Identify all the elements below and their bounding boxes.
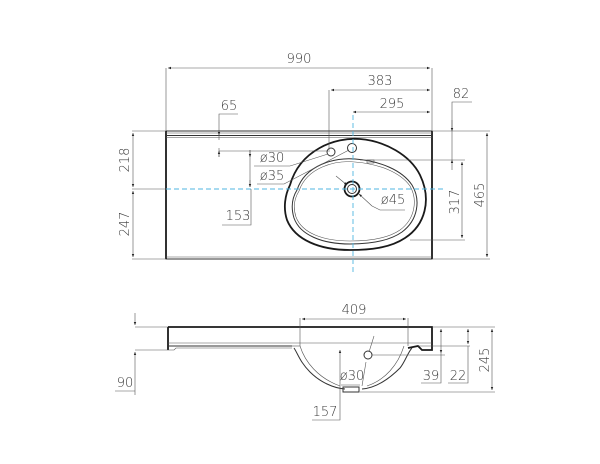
- tap-hole-right: [347, 143, 357, 153]
- top-view: 990 383 295 65 82 465 317: [118, 52, 490, 275]
- dim-153: 153: [226, 209, 251, 224]
- drain-outlet: [342, 386, 360, 393]
- countertop-outline: [165, 130, 433, 260]
- overflow-hole: [363, 350, 373, 360]
- dim-39: 39: [423, 369, 440, 384]
- dim-157: 157: [313, 405, 338, 420]
- dim-90: 90: [117, 376, 134, 391]
- dim-245: 245: [478, 348, 493, 373]
- dim-247: 247: [118, 212, 133, 237]
- dim-22: 22: [450, 369, 467, 384]
- dim-tap-dia-35: ø35: [260, 169, 285, 184]
- dim-409: 409: [342, 303, 367, 318]
- basin-profile: [293, 345, 413, 393]
- dim-218: 218: [118, 148, 133, 173]
- dim-317: 317: [448, 190, 463, 215]
- dim-295: 295: [380, 97, 405, 112]
- dim-465: 465: [473, 183, 488, 208]
- dim-drain-dia-45: ø45: [381, 193, 406, 208]
- dim-tap-dia-30: ø30: [260, 151, 285, 166]
- tap-hole-left: [326, 147, 336, 157]
- front-view: 409 90 157 ø30 39 22 245: [115, 303, 495, 421]
- dim-65: 65: [221, 99, 238, 114]
- dim-990: 990: [287, 52, 312, 67]
- dim-overflow-dia-30: ø30: [340, 369, 365, 384]
- dim-383: 383: [368, 74, 393, 89]
- dim-82: 82: [453, 87, 470, 102]
